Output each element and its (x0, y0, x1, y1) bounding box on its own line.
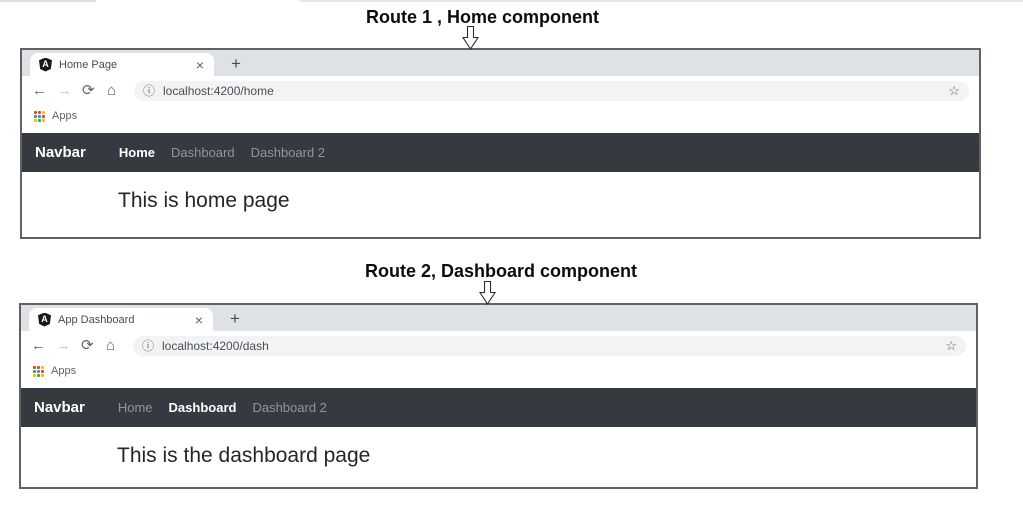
bookmarks-bar: Apps (21, 360, 976, 382)
browser-window-home: A Home Page × + ← → ⟳ ⌂ ⓘ localhost:4200… (20, 48, 981, 239)
apps-label[interactable]: Apps (51, 365, 77, 377)
info-icon[interactable]: ⓘ (142, 338, 155, 353)
nav-link-home[interactable]: Home (118, 145, 155, 160)
info-icon[interactable]: ⓘ (143, 83, 156, 98)
address-bar[interactable]: ⓘ localhost:4200/home ☆ (134, 80, 969, 101)
browser-window-dashboard: A App Dashboard × + ← → ⟳ ⌂ ⓘ localhost:… (19, 303, 978, 489)
browser-toolbar: ← → ⟳ ⌂ ⓘ localhost:4200/dash ☆ (21, 331, 976, 360)
browser-toolbar: ← → ⟳ ⌂ ⓘ localhost:4200/home ☆ (22, 76, 979, 105)
navbar-brand[interactable]: Navbar (34, 399, 85, 416)
forward-icon[interactable]: → (56, 337, 71, 354)
tab-strip: A Home Page × + (22, 50, 979, 76)
page-content-text: This is the dashboard page (117, 444, 371, 467)
address-bar[interactable]: ⓘ localhost:4200/dash ☆ (133, 335, 966, 356)
section-caption-route1: Route 1 , Home component (366, 7, 600, 27)
tab-strip: A App Dashboard × + (21, 305, 976, 331)
bookmark-star-icon[interactable]: ☆ (945, 338, 957, 353)
reload-icon[interactable]: ⟳ (82, 82, 95, 99)
browser-tab[interactable]: A Home Page × (30, 53, 214, 76)
browser-tab[interactable]: A App Dashboard × (29, 308, 213, 331)
nav-link-dashboard-2[interactable]: Dashboard 2 (252, 400, 327, 415)
page-content: This is home page (22, 172, 979, 237)
tab-title: Home Page (59, 58, 118, 71)
page-content-text: This is home page (118, 189, 290, 212)
nav-link-home[interactable]: Home (117, 400, 153, 415)
home-icon[interactable]: ⌂ (106, 337, 116, 354)
section-caption-route2: Route 2, Dashboard component (365, 261, 638, 281)
app-navbar: Navbar Home Dashboard Dashboard 2 (22, 133, 979, 172)
back-icon[interactable]: ← (31, 337, 46, 354)
page-gap (21, 382, 976, 388)
angular-favicon-icon: A (39, 57, 52, 72)
page-content: This is the dashboard page (21, 427, 976, 487)
down-arrow-icon (479, 281, 496, 305)
nav-link-dashboard[interactable]: Dashboard (168, 400, 237, 415)
top-edge-artifact (300, 0, 1023, 2)
new-tab-button[interactable]: + (230, 309, 240, 328)
reload-icon[interactable]: ⟳ (81, 337, 94, 354)
navbar-brand[interactable]: Navbar (35, 144, 86, 161)
bookmarks-bar: Apps (22, 105, 979, 127)
tab-close-icon[interactable]: × (195, 56, 204, 73)
back-icon[interactable]: ← (32, 82, 47, 99)
apps-grid-icon[interactable] (33, 365, 44, 377)
angular-favicon-icon: A (38, 312, 51, 327)
url-text: localhost:4200/home (163, 83, 274, 98)
tab-title: App Dashboard (58, 313, 135, 326)
home-icon[interactable]: ⌂ (107, 82, 117, 99)
new-tab-button[interactable]: + (231, 54, 241, 73)
apps-grid-icon[interactable] (34, 110, 45, 122)
nav-link-dashboard-2[interactable]: Dashboard 2 (250, 145, 326, 160)
tab-close-icon[interactable]: × (194, 311, 203, 328)
bookmark-star-icon[interactable]: ☆ (948, 83, 960, 98)
app-navbar: Navbar Home Dashboard Dashboard 2 (21, 388, 976, 427)
top-edge-artifact (0, 0, 96, 2)
forward-icon[interactable]: → (57, 82, 72, 99)
down-arrow-icon (462, 26, 479, 50)
page-gap (22, 127, 979, 133)
apps-label[interactable]: Apps (52, 110, 78, 122)
nav-link-dashboard[interactable]: Dashboard (170, 145, 235, 160)
url-text: localhost:4200/dash (162, 338, 269, 353)
